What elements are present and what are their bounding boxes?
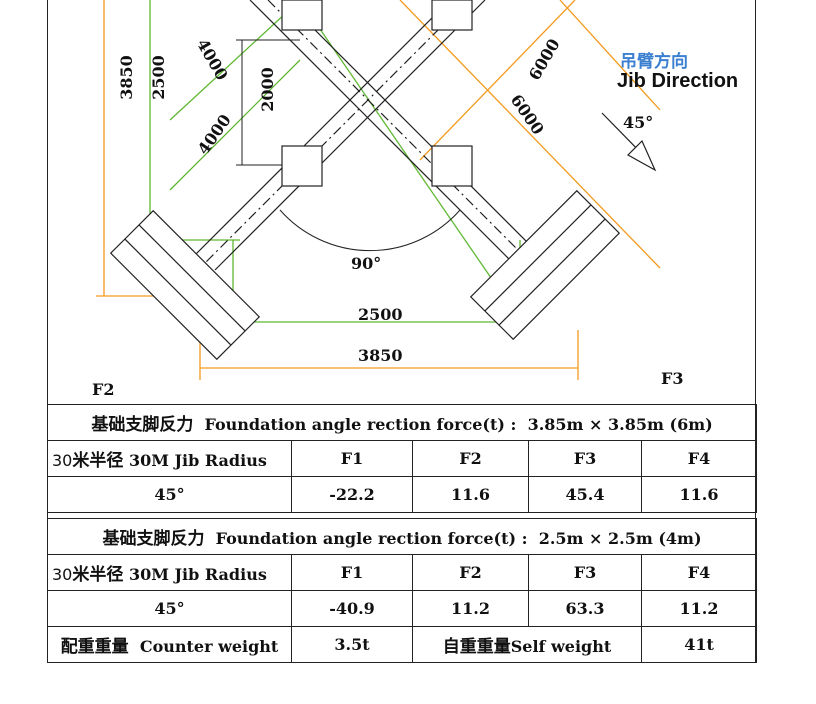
dim-3850-vertical: 3850 xyxy=(116,55,136,100)
right-outrigger-pad xyxy=(469,189,621,341)
self-weight-label: 自重重量Self weight xyxy=(412,626,642,663)
table1-col-f4: F4 xyxy=(640,440,758,477)
arc-90 xyxy=(279,209,461,252)
table2-angle: 45° xyxy=(47,590,292,627)
table2-col-f3: F3 xyxy=(528,554,642,591)
reaction-force-table-1: 基础支脚反力 Foundation angle rection force(t)… xyxy=(46,404,758,513)
table1-header: 基础支脚反力 Foundation angle rection force(t)… xyxy=(46,404,758,441)
dim-2500-horizontal: 2500 xyxy=(358,305,403,324)
table1-value-f1: -22.2 xyxy=(291,476,413,513)
table1-radius-label: 30米半径 30M Jib Radius xyxy=(47,440,292,477)
figure-frame xyxy=(47,0,756,663)
jib-direction-arrow-icon xyxy=(601,112,657,172)
self-weight-value: 41t xyxy=(640,626,758,663)
table2-value-f4: 11.2 xyxy=(640,590,758,627)
table1-col-f3: F3 xyxy=(528,440,642,477)
label-f2: F2 xyxy=(92,380,115,399)
orange-dimension-lines xyxy=(96,0,661,380)
table2-value-f3: 63.3 xyxy=(528,590,642,627)
table2-col-f4: F4 xyxy=(640,554,758,591)
table1-value-f4: 11.6 xyxy=(640,476,758,513)
table2-value-f2: 11.2 xyxy=(412,590,529,627)
table2-header: 基础支脚反力 Foundation angle rection force(t)… xyxy=(46,518,758,555)
table2-col-f1: F1 xyxy=(291,554,413,591)
angle-45-label: 45° xyxy=(623,113,654,132)
dim-2000: 2000 xyxy=(257,67,277,112)
reaction-force-table-2: 基础支脚反力 Foundation angle rection force(t)… xyxy=(46,518,758,663)
dim-2500-vertical: 2500 xyxy=(148,55,168,100)
label-f3: F3 xyxy=(661,369,684,388)
left-outrigger-pad xyxy=(109,209,261,361)
angle-90-label: 90° xyxy=(351,254,382,273)
table1-value-f2: 11.6 xyxy=(412,476,529,513)
jib-direction-en: Jib Direction xyxy=(617,70,739,92)
counter-weight-label: 配重重量 Counter weight xyxy=(47,626,292,663)
jib-direction-cn: 吊臂方向 xyxy=(620,52,688,72)
table1-angle: 45° xyxy=(47,476,292,513)
table2-col-f2: F2 xyxy=(412,554,529,591)
column-plates xyxy=(281,0,473,187)
table2-radius-label: 30米半径 30M Jib Radius xyxy=(47,554,292,591)
table1-col-f2: F2 xyxy=(412,440,529,477)
counter-weight-value: 3.5t xyxy=(291,626,413,663)
table2-value-f1: -40.9 xyxy=(291,590,413,627)
table1-value-f3: 45.4 xyxy=(528,476,642,513)
cross-beams xyxy=(179,0,556,271)
dim-3850-horizontal: 3850 xyxy=(358,346,403,365)
foundation-drawing xyxy=(96,0,661,380)
table1-col-f1: F1 xyxy=(291,440,413,477)
